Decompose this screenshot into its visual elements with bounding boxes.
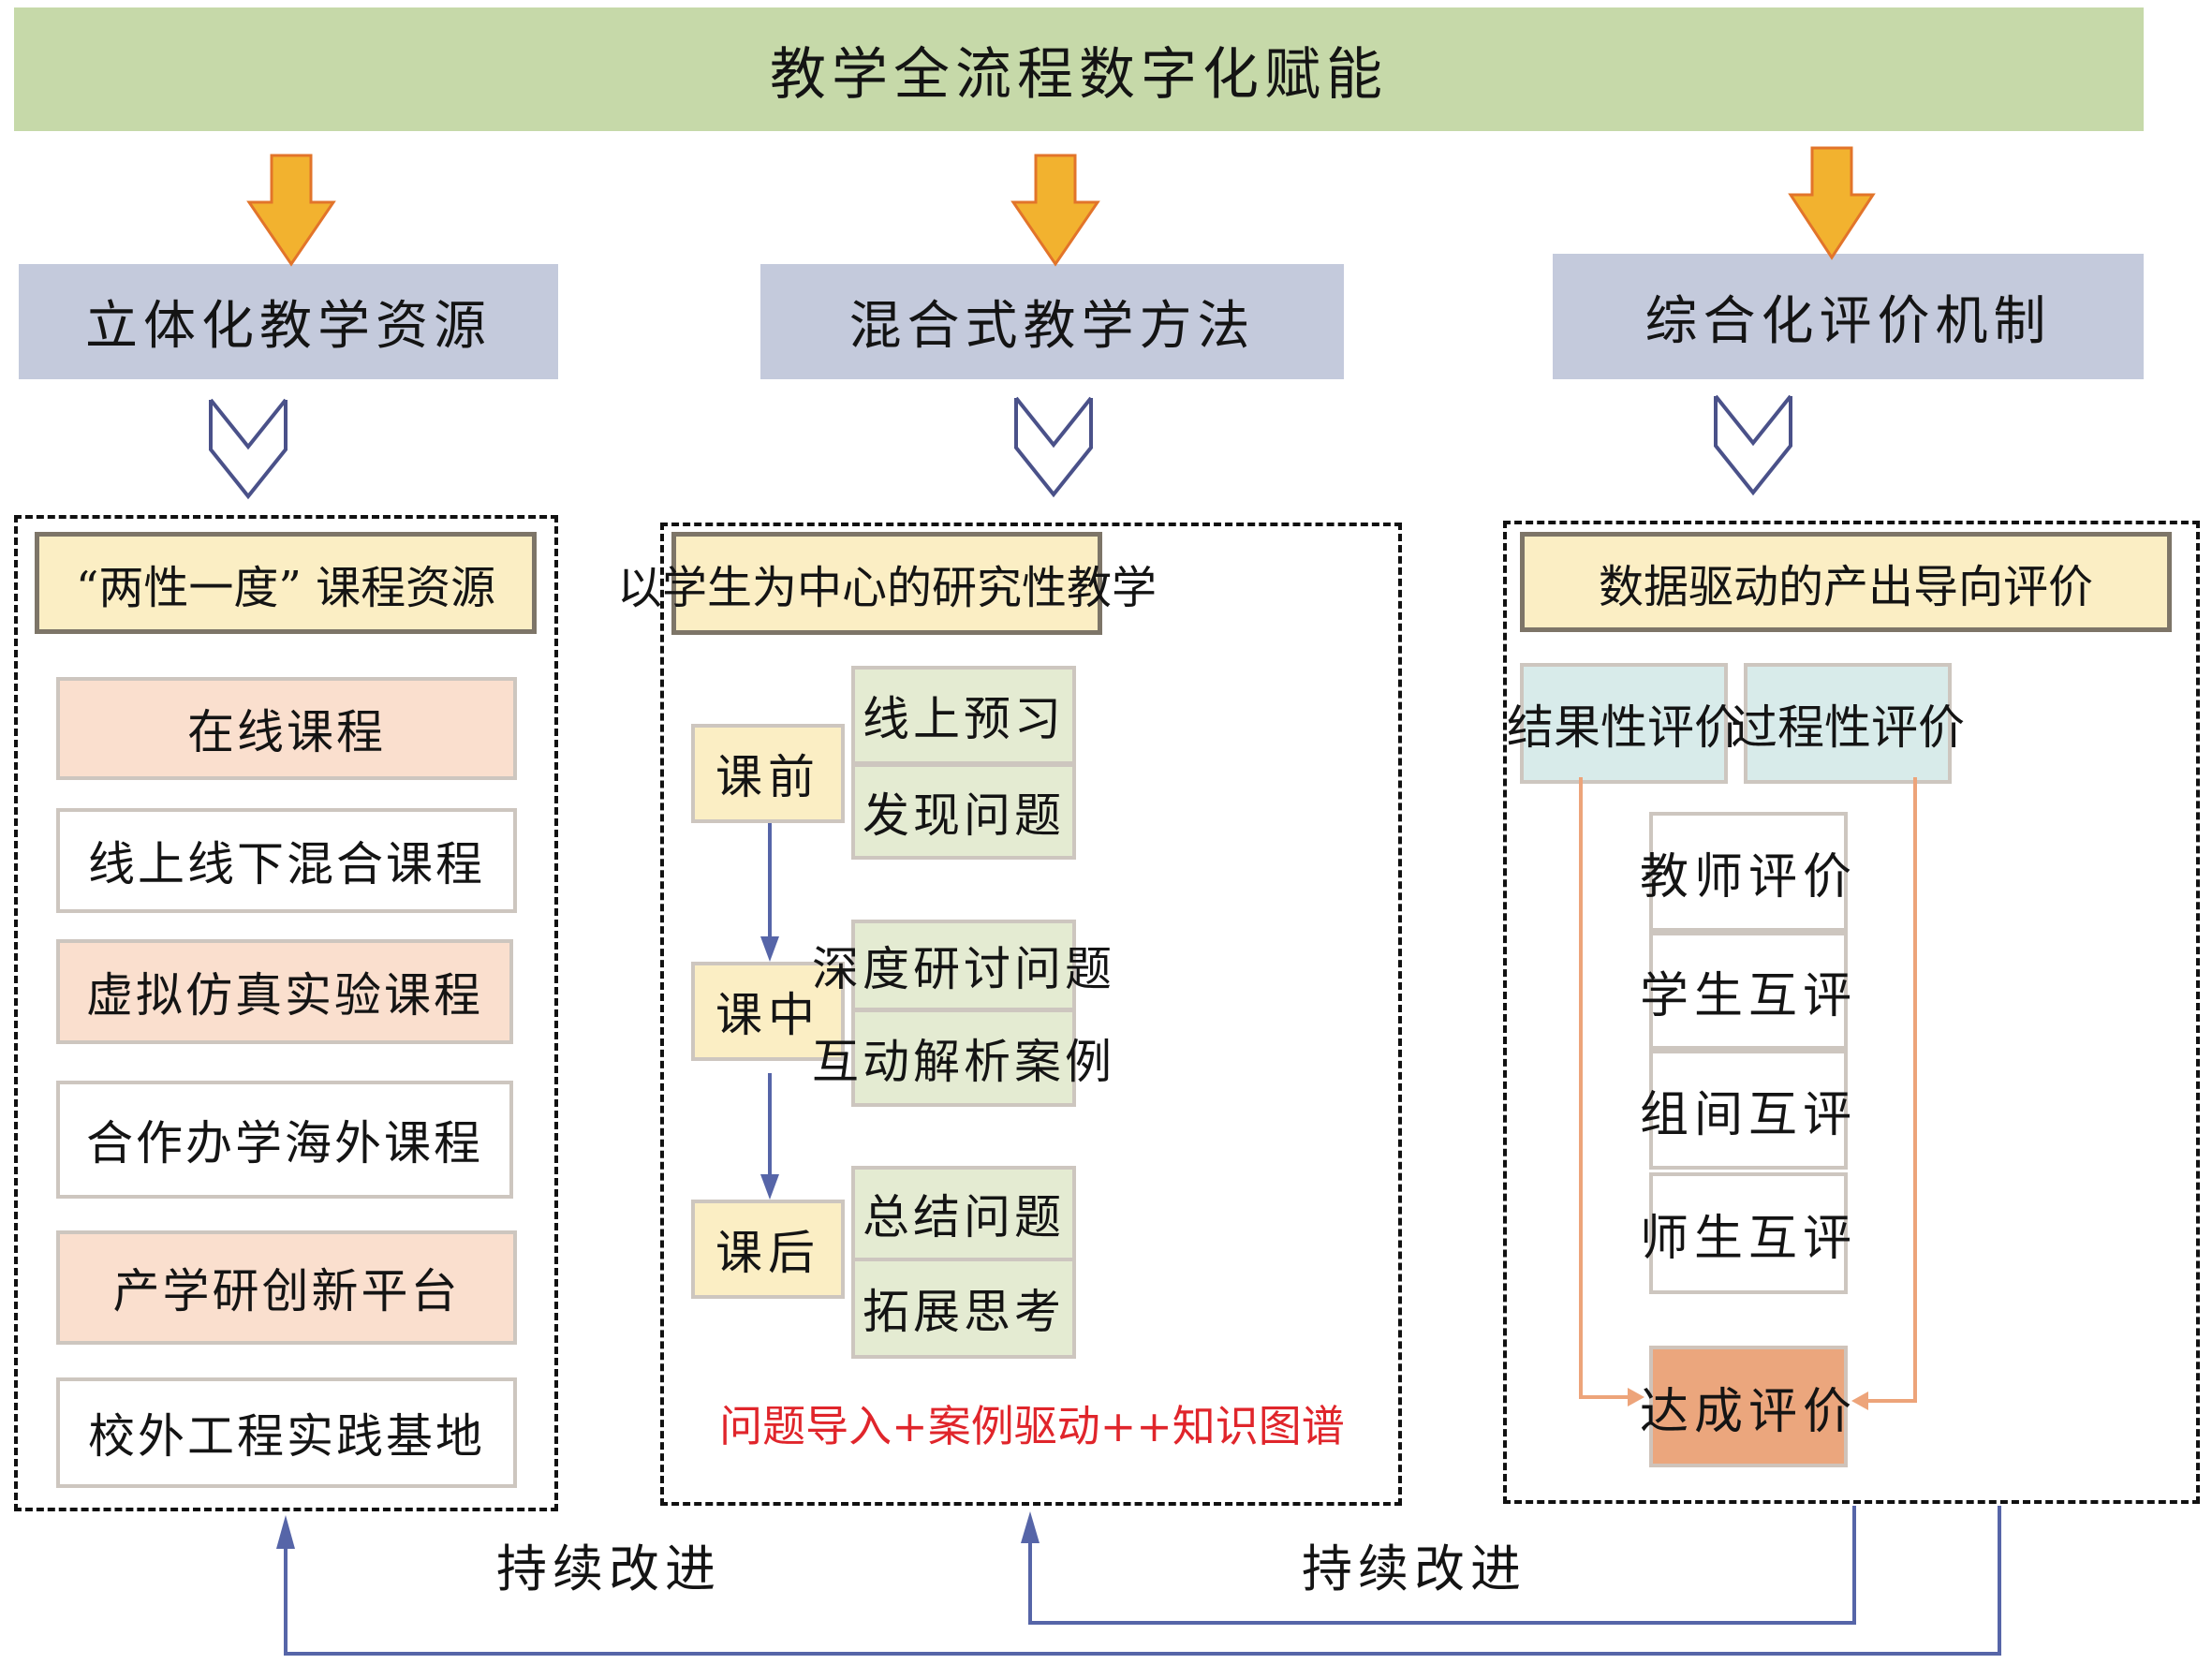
- resource-item: 校外工程实践基地: [56, 1377, 517, 1488]
- evaluator-item: 教师评价: [1640, 812, 1851, 932]
- activity-item: 拓展思考: [851, 1258, 1076, 1359]
- activity-item: 深度研讨问题: [812, 920, 1112, 1011]
- stage-in-class: 课中: [691, 962, 845, 1061]
- resources-subtitle: “两性一度” 课程资源: [35, 532, 537, 634]
- chevron-down-icon: [1014, 396, 1093, 498]
- methods-container: [660, 523, 1402, 1506]
- methods-note: 问题导入+案例驱动++知识图谱: [719, 1401, 1345, 1451]
- chevron-down-icon: [209, 398, 288, 500]
- resource-item: 在线课程: [56, 677, 517, 780]
- resource-item: 虚拟仿真实验课程: [56, 939, 513, 1044]
- activity-item: 线上预习: [851, 666, 1076, 765]
- continuous-improvement-label-left: 持续改进: [496, 1539, 721, 1598]
- chevron-down-icon: [1714, 394, 1792, 496]
- achievement-evaluation: 达成评价: [1640, 1346, 1851, 1467]
- resource-item: 合作办学海外课程: [56, 1081, 513, 1199]
- pillar-resources-header: 立体化教学资源: [19, 264, 558, 379]
- activity-item: 互动解析案例: [812, 1009, 1112, 1107]
- evaluator-item: 师生互评: [1640, 1172, 1851, 1294]
- pillar-evaluation-header: 综合化评价机制: [1553, 254, 2144, 379]
- outcome-evaluation: 结果性评价: [1507, 663, 1741, 784]
- resource-item: 线上线下混合课程: [56, 808, 517, 913]
- stage-before-class: 课前: [691, 724, 845, 823]
- methods-subtitle: 以学生为中心的研究性教学: [617, 532, 1157, 635]
- evaluation-subtitle: 数据驱动的产出导向评价: [1520, 532, 2172, 632]
- activity-item: 总结问题: [851, 1166, 1076, 1261]
- evaluator-item: 组间互评: [1640, 1050, 1851, 1170]
- activity-item: 发现问题: [851, 763, 1076, 860]
- orange-down-arrow-icon: [1010, 154, 1100, 267]
- stage-after-class: 课后: [691, 1200, 845, 1299]
- evaluator-item: 学生互评: [1640, 932, 1851, 1050]
- resource-item: 产学研创新平台: [56, 1230, 517, 1345]
- orange-down-arrow-icon: [246, 154, 336, 267]
- continuous-improvement-label-right: 持续改进: [1302, 1539, 1526, 1598]
- pillar-methods-header: 混合式教学方法: [760, 264, 1344, 379]
- process-evaluation: 过程性评价: [1731, 663, 1965, 784]
- title-banner: 教学全流程数字化赋能: [14, 7, 2144, 131]
- evaluation-container: [1503, 521, 2200, 1504]
- orange-down-arrow-icon: [1788, 146, 1876, 260]
